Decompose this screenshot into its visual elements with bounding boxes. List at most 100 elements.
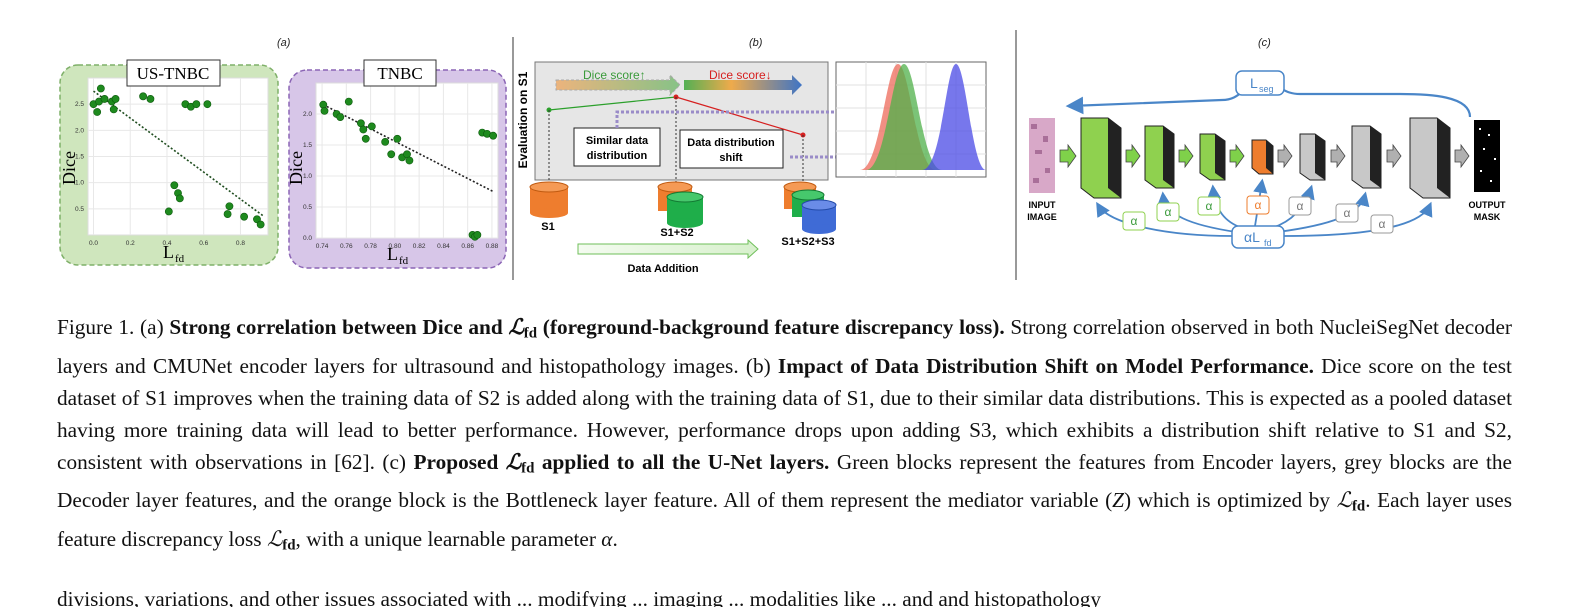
y-tick-label: 2.5 — [75, 101, 84, 108]
caption-c-text-2: ) which is optimized by — [1124, 488, 1331, 513]
lseg-sub: seg — [1259, 84, 1274, 94]
cylinder-s1s2 — [657, 181, 704, 228]
caption-a-label: (a) — [140, 315, 164, 339]
chart-tnbc-grid — [316, 83, 498, 239]
scatter-point — [367, 122, 376, 131]
scatter-point — [139, 92, 148, 101]
y-tick-label: 2.0 — [303, 111, 312, 118]
alpha-loss-sub: fd — [1264, 238, 1272, 248]
scatter-point — [164, 207, 173, 216]
chart-us-tnbc-title: US-TNBC — [137, 64, 210, 83]
y-tick-label: 1.0 — [303, 173, 312, 180]
input-label-line2: IMAGE — [1027, 212, 1057, 222]
score-line-s1-s2 — [548, 96, 677, 111]
caption-loss-symbol: ℒfd — [505, 449, 535, 477]
caption-a-bold-1: Strong correlation between Dice and — [169, 315, 503, 339]
scatter-point — [336, 113, 345, 121]
scatter-point — [405, 156, 414, 165]
x-tick-label: 0.76 — [340, 243, 353, 250]
svg-text:α: α — [1165, 205, 1172, 219]
x-tick-label: 0.2 — [126, 240, 135, 247]
x-tick-label: 0.82 — [413, 243, 426, 250]
scatter-point — [387, 150, 396, 159]
scatter-point — [223, 210, 232, 218]
unet-block-decoder-2 — [1351, 125, 1382, 189]
scatter-point — [225, 202, 234, 211]
dataset-label-s1: S1 — [541, 221, 554, 233]
dataset-label-s1s2: S1+S2 — [660, 227, 693, 239]
flow-arrow-7 — [1386, 143, 1402, 169]
panel-label-c: (c) — [1258, 37, 1271, 49]
flow-arrow-4 — [1229, 143, 1245, 169]
dataset-label-s1s2s3: S1+S2+S3 — [781, 236, 834, 248]
scatter-point — [381, 137, 390, 146]
unet-block-bottleneck — [1251, 139, 1274, 175]
caption-c-text-4: , with a unique learnable parameter — [295, 527, 596, 552]
caption-var-z: Z — [1112, 488, 1125, 513]
caption-loss-symbol: ℒfd — [508, 315, 538, 342]
dist-s2 — [866, 64, 942, 170]
x-tick-label: 0.80 — [389, 243, 402, 250]
input-label-line1: INPUT — [1029, 200, 1057, 210]
chart-us-tnbc-xlabel: L — [163, 242, 174, 262]
panel-b-side-label: Evaluation on S1 — [516, 71, 530, 168]
svg-text:α: α — [1131, 214, 1138, 228]
y-tick-label: 0.5 — [75, 206, 84, 213]
dist-s3 — [922, 64, 986, 170]
dice-down-label: Dice score↓ — [709, 68, 772, 82]
distribution-shift-line2: shift — [719, 152, 743, 164]
panel-c-diagram: L seg INPUT IMAGE — [1027, 70, 1506, 249]
scatter-point — [359, 125, 368, 134]
alpha-loss-box — [1231, 225, 1285, 249]
alpha-box-3: α — [1197, 196, 1221, 216]
distribution-shift-line1: Data distribution — [687, 137, 775, 149]
y-tick-label: 1.5 — [303, 142, 312, 149]
alpha-box-1: α — [1122, 211, 1146, 231]
x-tick-label: 0.78 — [364, 243, 377, 250]
caption-alpha: α — [601, 527, 613, 552]
scatter-point — [203, 100, 212, 109]
input-image — [1029, 118, 1055, 193]
caption-a-text: Strong correlation observed in both Nucl… — [57, 315, 1512, 378]
scatter-point — [489, 131, 498, 140]
similar-distribution-line2: distribution — [587, 150, 648, 162]
unet-block-decoder-1 — [1299, 133, 1326, 181]
alpha-loss-label: αL — [1244, 229, 1260, 245]
alpha-box-5: α — [1288, 196, 1312, 216]
chart-us-tnbc-xlabel-sub: fd — [175, 253, 185, 265]
data-addition-arrow — [577, 238, 759, 260]
scatter-point — [146, 95, 155, 103]
chart-us-tnbc-trendline — [93, 90, 265, 218]
caption-b-bold: Impact of Data Distribution Shift on Mod… — [777, 353, 1314, 378]
scatter-point — [109, 105, 118, 114]
scatter-point — [473, 230, 482, 239]
chart-tnbc-points — [319, 97, 498, 241]
chart-tnbc-title-box — [363, 59, 437, 87]
panel-b-diagram: Evaluation on S1 Dice score↑ Dice score↓… — [516, 61, 987, 275]
connector-similar — [615, 110, 845, 128]
caption-c-label: (c) — [382, 449, 407, 474]
panel-label-a: (a) — [277, 37, 291, 49]
caption-end: . — [612, 527, 618, 552]
x-tick-label: 0.88 — [486, 243, 499, 250]
svg-text:α: α — [1297, 199, 1304, 213]
caption-a-bold-2: (foreground-background feature discrepan… — [542, 315, 1005, 339]
similar-distribution-line1: Similar data — [586, 135, 649, 147]
data-addition-label: Data Addition — [627, 263, 698, 275]
x-tick-label: 0.6 — [199, 240, 208, 247]
y-tick-label: 0.0 — [303, 235, 312, 242]
cylinder-s1 — [529, 181, 569, 218]
output-mask — [1474, 120, 1500, 192]
body-text-cut-line: divisions, variations, and other issues … — [57, 587, 1102, 607]
y-tick-label: 2.0 — [75, 127, 84, 134]
x-tick-label: 0.86 — [461, 243, 474, 250]
feedback-arrow-2 — [1156, 191, 1237, 233]
figure-caption: Figure 1. (a) Strong correlation between… — [57, 311, 1512, 562]
scatter-point — [393, 134, 402, 143]
score-line-s2-s3 — [675, 96, 804, 136]
scatter-point — [175, 194, 184, 203]
caption-c-bold-2: applied to all the U-Net layers. — [541, 449, 830, 474]
output-label-line2: MASK — [1474, 212, 1501, 222]
